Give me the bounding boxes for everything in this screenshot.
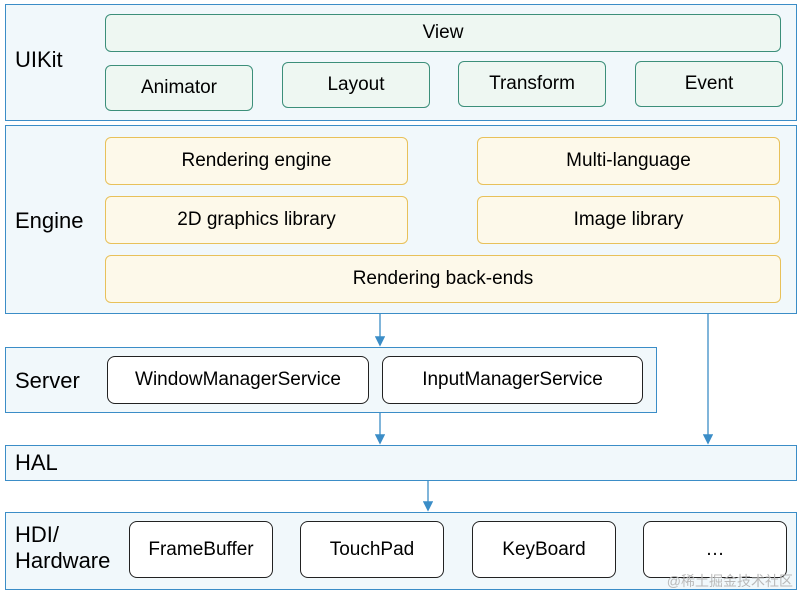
layout-box: Layout (282, 62, 430, 108)
server-layer-title: Server (15, 368, 80, 393)
transform-box: Transform (458, 61, 606, 107)
hdi-hardware-layer-title: HDI/ Hardware (15, 522, 111, 573)
hal-layer: HAL (5, 445, 797, 481)
window-manager-service-box: WindowManagerService (107, 356, 369, 404)
animator-box: Animator (105, 65, 253, 111)
touchpad-box: TouchPad (300, 521, 444, 578)
rendering-back-ends-box: Rendering back-ends (105, 255, 781, 303)
rendering-engine-box: Rendering engine (105, 137, 408, 185)
uikit-layer-title: UIKit (15, 47, 63, 72)
view-box: View (105, 14, 781, 52)
engine-layer-title: Engine (15, 208, 84, 233)
2d-graphics-library-box: 2D graphics library (105, 196, 408, 244)
input-manager-service-box: InputManagerService (382, 356, 643, 404)
hal-layer-title: HAL (15, 450, 58, 475)
ellipsis-box: … (643, 521, 787, 578)
watermark: @稀土掘金技术社区 (666, 573, 793, 589)
event-box: Event (635, 61, 783, 107)
framebuffer-box: FrameBuffer (129, 521, 273, 578)
image-library-box: Image library (477, 196, 780, 244)
multi-language-box: Multi-language (477, 137, 780, 185)
keyboard-box: KeyBoard (472, 521, 616, 578)
